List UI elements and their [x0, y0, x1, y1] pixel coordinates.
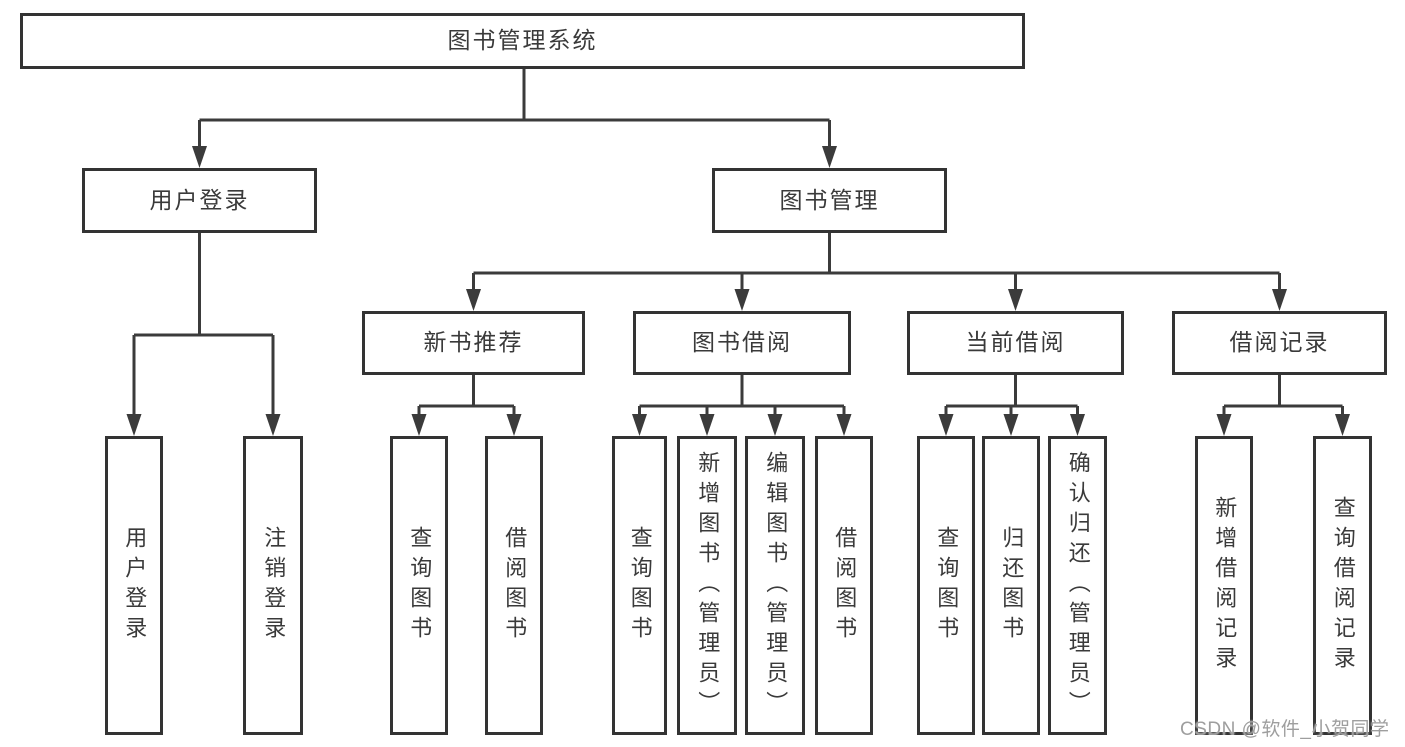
arrow-down-icon [192, 146, 207, 168]
arrow-down-icon [466, 289, 481, 311]
node-current-borrowing: 当前借阅 [907, 311, 1124, 375]
arrow-down-icon [506, 414, 522, 436]
leaf-return-books: 归还图书 [982, 436, 1040, 735]
arrow-down-icon [1272, 289, 1287, 311]
arrow-down-icon [126, 414, 142, 436]
leaf-logout: 注销登录 [243, 436, 303, 735]
node-library-system: 图书管理系统 [20, 13, 1025, 69]
connector-lines [132, 69, 1344, 417]
leaf-search-books-current: 查询图书 [917, 436, 975, 735]
arrow-down-icon [1003, 414, 1019, 436]
arrow-down-icon [1216, 414, 1232, 436]
leaf-borrow-books: 借阅图书 [815, 436, 873, 735]
node-book-management: 图书管理 [712, 168, 947, 233]
arrow-down-icon [699, 414, 715, 436]
leaf-search-books-recommend: 查询图书 [390, 436, 448, 735]
arrow-down-icon [265, 414, 281, 436]
arrow-down-icon [1008, 289, 1023, 311]
node-user-login: 用户登录 [82, 168, 317, 233]
arrow-down-icon [1335, 414, 1350, 436]
node-book-borrowing: 图书借阅 [633, 311, 851, 375]
arrow-down-icon [734, 289, 750, 311]
arrow-down-icon [822, 146, 837, 168]
leaf-borrow-books-recommend: 借阅图书 [485, 436, 543, 735]
leaf-user-login: 用户登录 [105, 436, 163, 735]
leaf-add-borrow-record: 新增借阅记录 [1195, 436, 1253, 735]
arrow-down-icon [632, 414, 647, 436]
node-borrowing-records: 借阅记录 [1172, 311, 1387, 375]
arrow-down-icon [938, 414, 954, 436]
leaf-search-borrow-record: 查询借阅记录 [1313, 436, 1372, 735]
arrow-down-icon [767, 414, 783, 436]
leaf-edit-book-admin: 编辑图书（管理员） [745, 436, 805, 735]
leaf-add-book-admin: 新增图书（管理员） [677, 436, 737, 735]
leaf-search-books-borrowing: 查询图书 [612, 436, 667, 735]
leaf-confirm-return-admin: 确认归还（管理员） [1048, 436, 1107, 735]
arrow-down-icon [411, 414, 427, 436]
csdn-watermark: CSDN @软件_小贺同学 [1180, 719, 1390, 740]
arrow-down-icon [836, 414, 852, 436]
arrow-down-icon [1070, 414, 1085, 436]
node-new-book-recommendation: 新书推荐 [362, 311, 585, 375]
